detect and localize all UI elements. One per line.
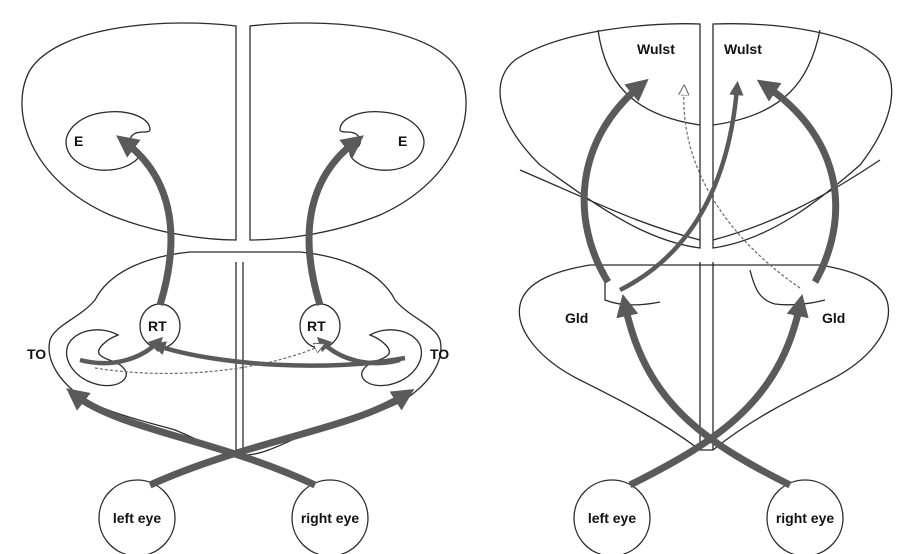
right-panel: Wulst Wulst Gld Gld left eye right eye <box>500 24 892 554</box>
label-to-right: TO <box>430 346 449 362</box>
right-panel-diencephalon <box>519 265 888 450</box>
label-to-left: TO <box>27 346 46 362</box>
label-left-eye: left eye <box>113 510 161 526</box>
label-gld-right: Gld <box>822 310 845 326</box>
label-wulst-left: Wulst <box>637 41 675 57</box>
label-e-right: E <box>398 133 407 149</box>
label-rt-left: RT <box>148 318 167 334</box>
label-right-panel-left-eye: left eye <box>588 510 636 526</box>
right-panel-right-hemisphere <box>713 24 892 248</box>
label-wulst-right: Wulst <box>724 41 762 57</box>
label-e-left: E <box>74 133 83 149</box>
label-right-eye: right eye <box>301 510 360 526</box>
label-gld-left: Gld <box>565 310 588 326</box>
left-panel: E E RT RT TO TO left eye right eye <box>22 23 466 554</box>
label-right-panel-right-eye: right eye <box>776 510 835 526</box>
label-rt-right: RT <box>307 318 326 334</box>
midbrain-outline <box>49 252 441 455</box>
